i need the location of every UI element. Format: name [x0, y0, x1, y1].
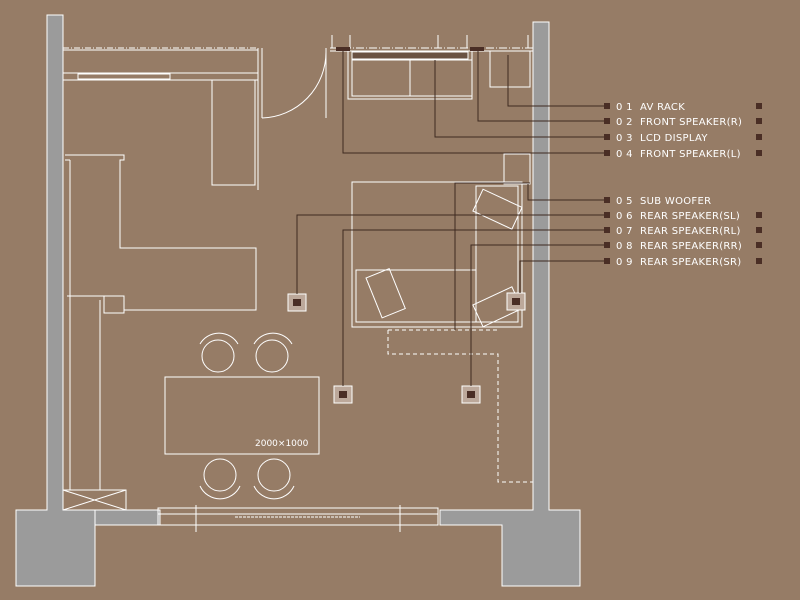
legend-end-marker — [756, 258, 762, 264]
legend-item: 0 5 SUB WOOFER — [604, 196, 711, 207]
legend-label: REAR SPEAKER(SL) — [640, 211, 740, 222]
legend-marker — [604, 227, 610, 233]
legend-end-marker — [756, 212, 762, 218]
legend-label: LCD DISPLAY — [640, 133, 708, 144]
legend-marker — [604, 242, 610, 248]
top-structure — [63, 35, 533, 190]
legend-number: 0 5 — [616, 196, 633, 207]
front-speaker-left-shape — [336, 47, 350, 51]
sofa — [351, 153, 531, 328]
leader-lines — [296, 51, 606, 386]
lcd-display-shape — [351, 51, 469, 60]
legend-item: 0 7 REAR SPEAKER(RL) — [604, 226, 762, 237]
legend-marker — [604, 103, 610, 109]
legend-number: 0 1 — [616, 102, 633, 113]
av-cabinet — [336, 47, 531, 100]
dining-set — [164, 332, 320, 500]
kitchen-counters — [62, 80, 257, 511]
legend-marker — [604, 118, 610, 124]
legend-marker — [604, 212, 610, 218]
legend-marker — [604, 258, 610, 264]
legend-end-marker — [756, 150, 762, 156]
legend-number: 0 2 — [616, 117, 633, 128]
legend-marker — [604, 197, 610, 203]
legend-end-marker — [756, 118, 762, 124]
legend: 0 1 AV RACK 0 2 FRONT SPEAKER(R) 0 3 LCD DISP… — [604, 102, 762, 268]
legend-end-marker — [756, 134, 762, 140]
legend-number: 0 6 — [616, 211, 633, 222]
legend-number: 0 4 — [616, 149, 633, 160]
legend-number: 0 3 — [616, 133, 633, 144]
legend-label: FRONT SPEAKER(R) — [640, 117, 742, 128]
legend-item: 0 4 FRONT SPEAKER(L) — [604, 149, 762, 160]
front-speaker-right-shape — [470, 47, 484, 51]
legend-end-marker — [756, 227, 762, 233]
legend-item: 0 9 REAR SPEAKER(SR) — [604, 257, 762, 268]
legend-item: 0 1 AV RACK — [604, 102, 762, 113]
legend-end-marker — [756, 103, 762, 109]
door-swing — [261, 51, 327, 119]
legend-marker — [604, 134, 610, 140]
left-wall — [15, 14, 96, 587]
legend-label: REAR SPEAKER(RL) — [640, 226, 741, 237]
legend-item: 0 8 REAR SPEAKER(RR) — [604, 241, 762, 252]
legend-marker — [604, 150, 610, 156]
legend-label: FRONT SPEAKER(L) — [640, 149, 741, 160]
legend-label: REAR SPEAKER(SR) — [640, 257, 742, 268]
bottom-left-wall — [94, 509, 161, 526]
legend-end-marker — [756, 242, 762, 248]
legend-number: 0 7 — [616, 226, 633, 237]
legend-item: 0 6 REAR SPEAKER(SL) — [604, 211, 762, 222]
legend-number: 0 9 — [616, 257, 633, 268]
legend-item: 0 3 LCD DISPLAY — [604, 133, 762, 144]
legend-item: 0 2 FRONT SPEAKER(R) — [604, 117, 762, 128]
legend-label: SUB WOOFER — [640, 196, 711, 207]
rug-outline — [387, 329, 533, 483]
legend-label: REAR SPEAKER(RR) — [640, 241, 742, 252]
rear-speakers — [287, 292, 526, 404]
right-wall — [439, 21, 581, 587]
table-dimension: 2000×1000 — [255, 439, 309, 449]
bottom-window — [157, 505, 439, 532]
legend-label: AV RACK — [640, 102, 685, 113]
legend-number: 0 8 — [616, 241, 633, 252]
